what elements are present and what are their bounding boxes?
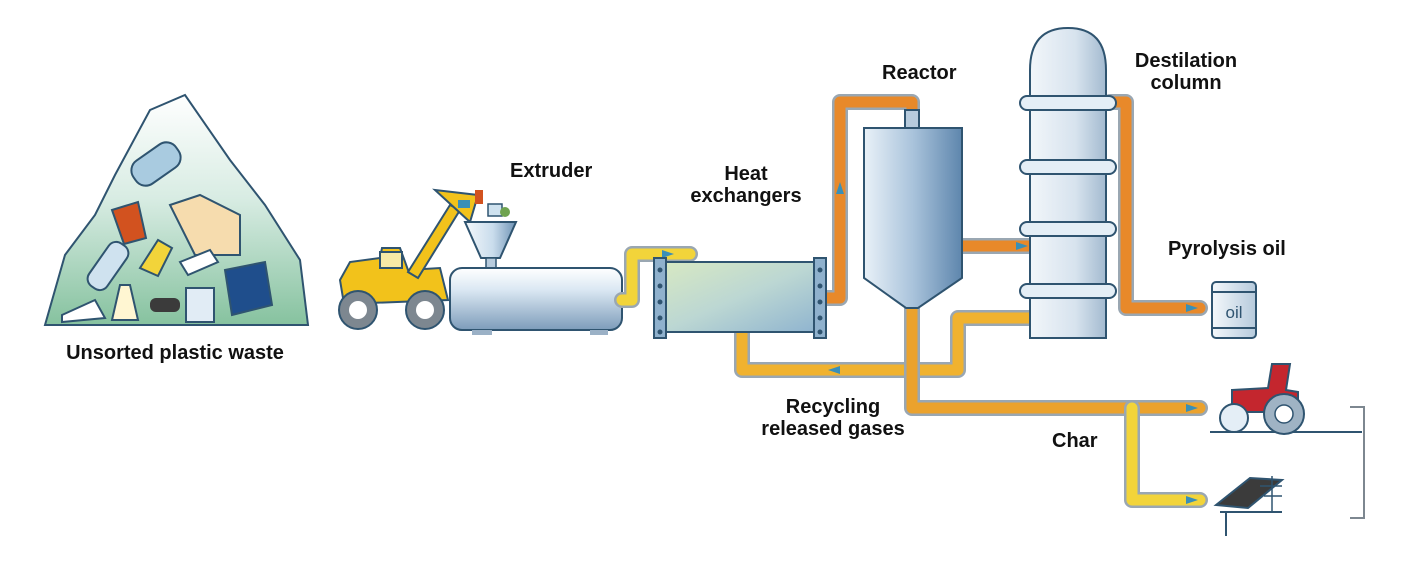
reactor-label: Reactor — [882, 62, 957, 84]
oil-barrel-icon: oil — [1211, 281, 1257, 339]
recycling-label-line1: Recycling — [785, 396, 881, 418]
extruder-label: Extruder — [510, 160, 593, 182]
heat-exchanger — [653, 257, 827, 339]
front-loader-icon — [338, 188, 510, 330]
recycling-label-line2: released gases — [761, 418, 905, 440]
flow-arrows — [662, 182, 1198, 504]
barrel-text: oil — [1225, 303, 1242, 322]
heat-exchangers-label: Heat exchangers — [676, 163, 816, 207]
extruder — [449, 221, 623, 335]
solar-panel-icon — [1213, 476, 1285, 536]
output-bracket — [1350, 406, 1365, 519]
distillation-column — [1019, 26, 1117, 339]
pyrolysis-oil-label: Pyrolysis oil — [1168, 238, 1286, 260]
pipe-network — [614, 94, 1208, 508]
waste-label: Unsorted plastic waste — [66, 342, 284, 364]
plastic-waste-pile-icon — [43, 93, 310, 326]
column-label: Destilation column — [1116, 50, 1256, 94]
road-roller-icon — [1210, 363, 1362, 435]
heat-label-line2: exchangers — [690, 185, 802, 207]
char-label: Char — [1052, 430, 1098, 452]
reactor — [863, 109, 963, 309]
recycling-label: Recycling released gases — [748, 396, 918, 440]
column-label-line1: Destilation — [1134, 50, 1238, 72]
column-label-line2: column — [1150, 72, 1222, 94]
heat-label-line1: Heat — [724, 163, 768, 185]
